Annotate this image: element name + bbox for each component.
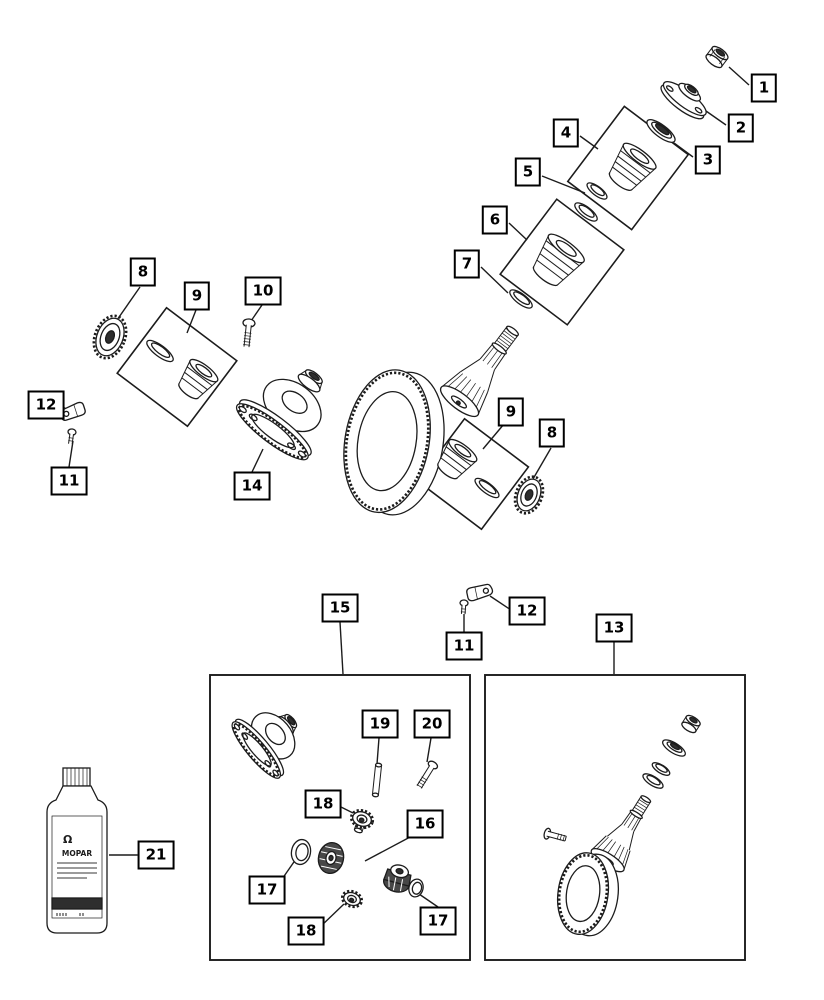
outer-pinion-bearing [608, 142, 657, 191]
right-bearing-kit-bearing [437, 438, 478, 480]
pinion-nut [705, 45, 729, 69]
callout-8-right[interactable]: 8 [538, 418, 566, 448]
right-bearing-kit-seal [474, 477, 500, 499]
kit-flange-bolt [543, 827, 567, 842]
differential-bearing-right [513, 475, 545, 515]
callout-18-upper[interactable]: 18 [304, 789, 342, 819]
pinion-mate-gear-upper [349, 808, 375, 834]
callout-12-left[interactable]: 12 [27, 390, 65, 420]
callout-4[interactable]: 4 [552, 118, 580, 148]
pinion-mate-shaft [371, 762, 383, 798]
differential-bearing-left [92, 314, 128, 360]
side-gear-upper [317, 841, 345, 875]
pinion-seal [646, 119, 676, 143]
left-bearing-kit-box [116, 306, 238, 428]
callout-11-left[interactable]: 11 [50, 466, 88, 496]
kit-differential-case [231, 712, 298, 779]
callout-17-left[interactable]: 17 [248, 875, 286, 905]
callout-6[interactable]: 6 [481, 205, 509, 235]
inner-pinion-bearing [532, 233, 585, 287]
pinion-mate-gear-lower [340, 889, 364, 909]
differential-case [235, 369, 323, 461]
callout-9-right[interactable]: 9 [497, 397, 525, 427]
side-gear-lower [383, 864, 412, 893]
leader-lines [61, 66, 750, 928]
kit-pinion-seal [662, 739, 686, 757]
left-bearing-kit-bearing [178, 358, 219, 400]
retainer-clip-lower [466, 583, 494, 602]
callout-10[interactable]: 10 [244, 276, 282, 306]
thrust-washer-lower [408, 878, 424, 898]
callout-11-lower[interactable]: 11 [445, 631, 483, 661]
pinion-kit-box [484, 674, 746, 961]
kit-ring-gear [556, 852, 619, 937]
callout-13[interactable]: 13 [595, 613, 633, 643]
clip-bolt-lower [459, 599, 469, 615]
callout-15[interactable]: 15 [321, 593, 359, 623]
ring-gear-bolt [242, 318, 256, 348]
bottle-logo-glyph: Ω [63, 833, 73, 846]
callout-7[interactable]: 7 [453, 249, 481, 279]
callout-20[interactable]: 20 [413, 709, 451, 739]
callout-2[interactable]: 2 [727, 113, 755, 143]
thrust-washer-upper [290, 838, 312, 866]
inner-bearing-group-box [499, 198, 625, 326]
oil-bottle: Ω MOPAR [46, 767, 108, 934]
callout-17-right[interactable]: 17 [419, 906, 457, 936]
callout-12-lower[interactable]: 12 [508, 596, 546, 626]
callout-8-left[interactable]: 8 [129, 257, 157, 287]
kit-pinion-nut [681, 714, 701, 734]
ring-gear [343, 369, 445, 516]
callout-19[interactable]: 19 [361, 709, 399, 739]
differential-kit-box [209, 674, 471, 961]
drive-pinion-gear [439, 325, 519, 418]
companion-flange [660, 81, 707, 120]
callout-21[interactable]: 21 [137, 840, 175, 870]
callout-14[interactable]: 14 [233, 471, 271, 501]
kit-washer-small [651, 762, 671, 776]
pinion-shim [509, 289, 533, 309]
left-bearing-kit-seal [146, 339, 174, 363]
bottle-brand-text: MOPAR [62, 849, 92, 858]
callout-18-lower[interactable]: 18 [287, 916, 325, 946]
callout-16[interactable]: 16 [406, 809, 444, 839]
preload-spacer-washers [574, 182, 608, 222]
callout-5[interactable]: 5 [514, 157, 542, 187]
kit-washer-large [642, 773, 664, 789]
callout-1[interactable]: 1 [750, 73, 778, 103]
callout-3[interactable]: 3 [694, 145, 722, 175]
callout-9-left[interactable]: 9 [183, 281, 211, 311]
shaft-lock-bolt [416, 760, 439, 789]
clip-bolt-upper [67, 428, 77, 445]
